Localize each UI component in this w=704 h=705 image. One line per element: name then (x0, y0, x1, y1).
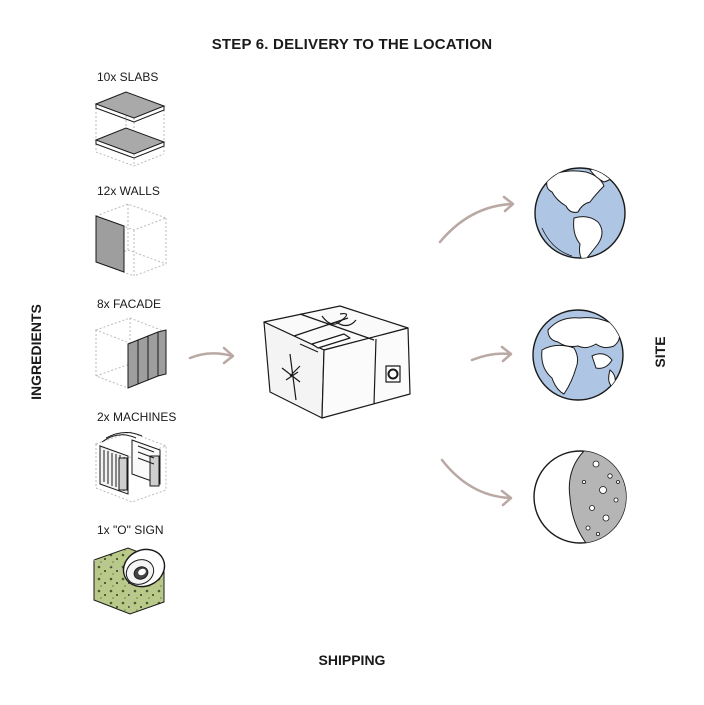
ingredient-label-facade: 8x FACADE (97, 297, 162, 311)
ingredient-label-o-sign: 1x "O" SIGN (97, 523, 164, 537)
shipping-label: SHIPPING (318, 652, 386, 668)
arrow-to-americas-icon (438, 195, 515, 244)
ingredient-label-slabs: 10x SLABS (97, 70, 159, 84)
moon-icon (533, 450, 627, 544)
arrow-to-package-icon (188, 346, 235, 365)
arrow-to-moon-icon (440, 458, 513, 507)
earth-americas-icon (534, 167, 626, 259)
page-title: STEP 6. DELIVERY TO THE LOCATION (211, 36, 493, 53)
o-sign-icon (93, 547, 166, 615)
ingredient-label-machines: 2x MACHINES (97, 410, 177, 424)
ingredient-label-walls: 12x WALLS (97, 184, 160, 198)
walls-icon (94, 203, 168, 277)
arrow-to-europe-icon (470, 345, 513, 363)
slabs-icon (94, 91, 166, 167)
machines-icon (94, 431, 168, 503)
facade-icon (94, 317, 168, 389)
earth-europe-africa-icon (532, 309, 624, 401)
package-box-icon (263, 305, 411, 419)
